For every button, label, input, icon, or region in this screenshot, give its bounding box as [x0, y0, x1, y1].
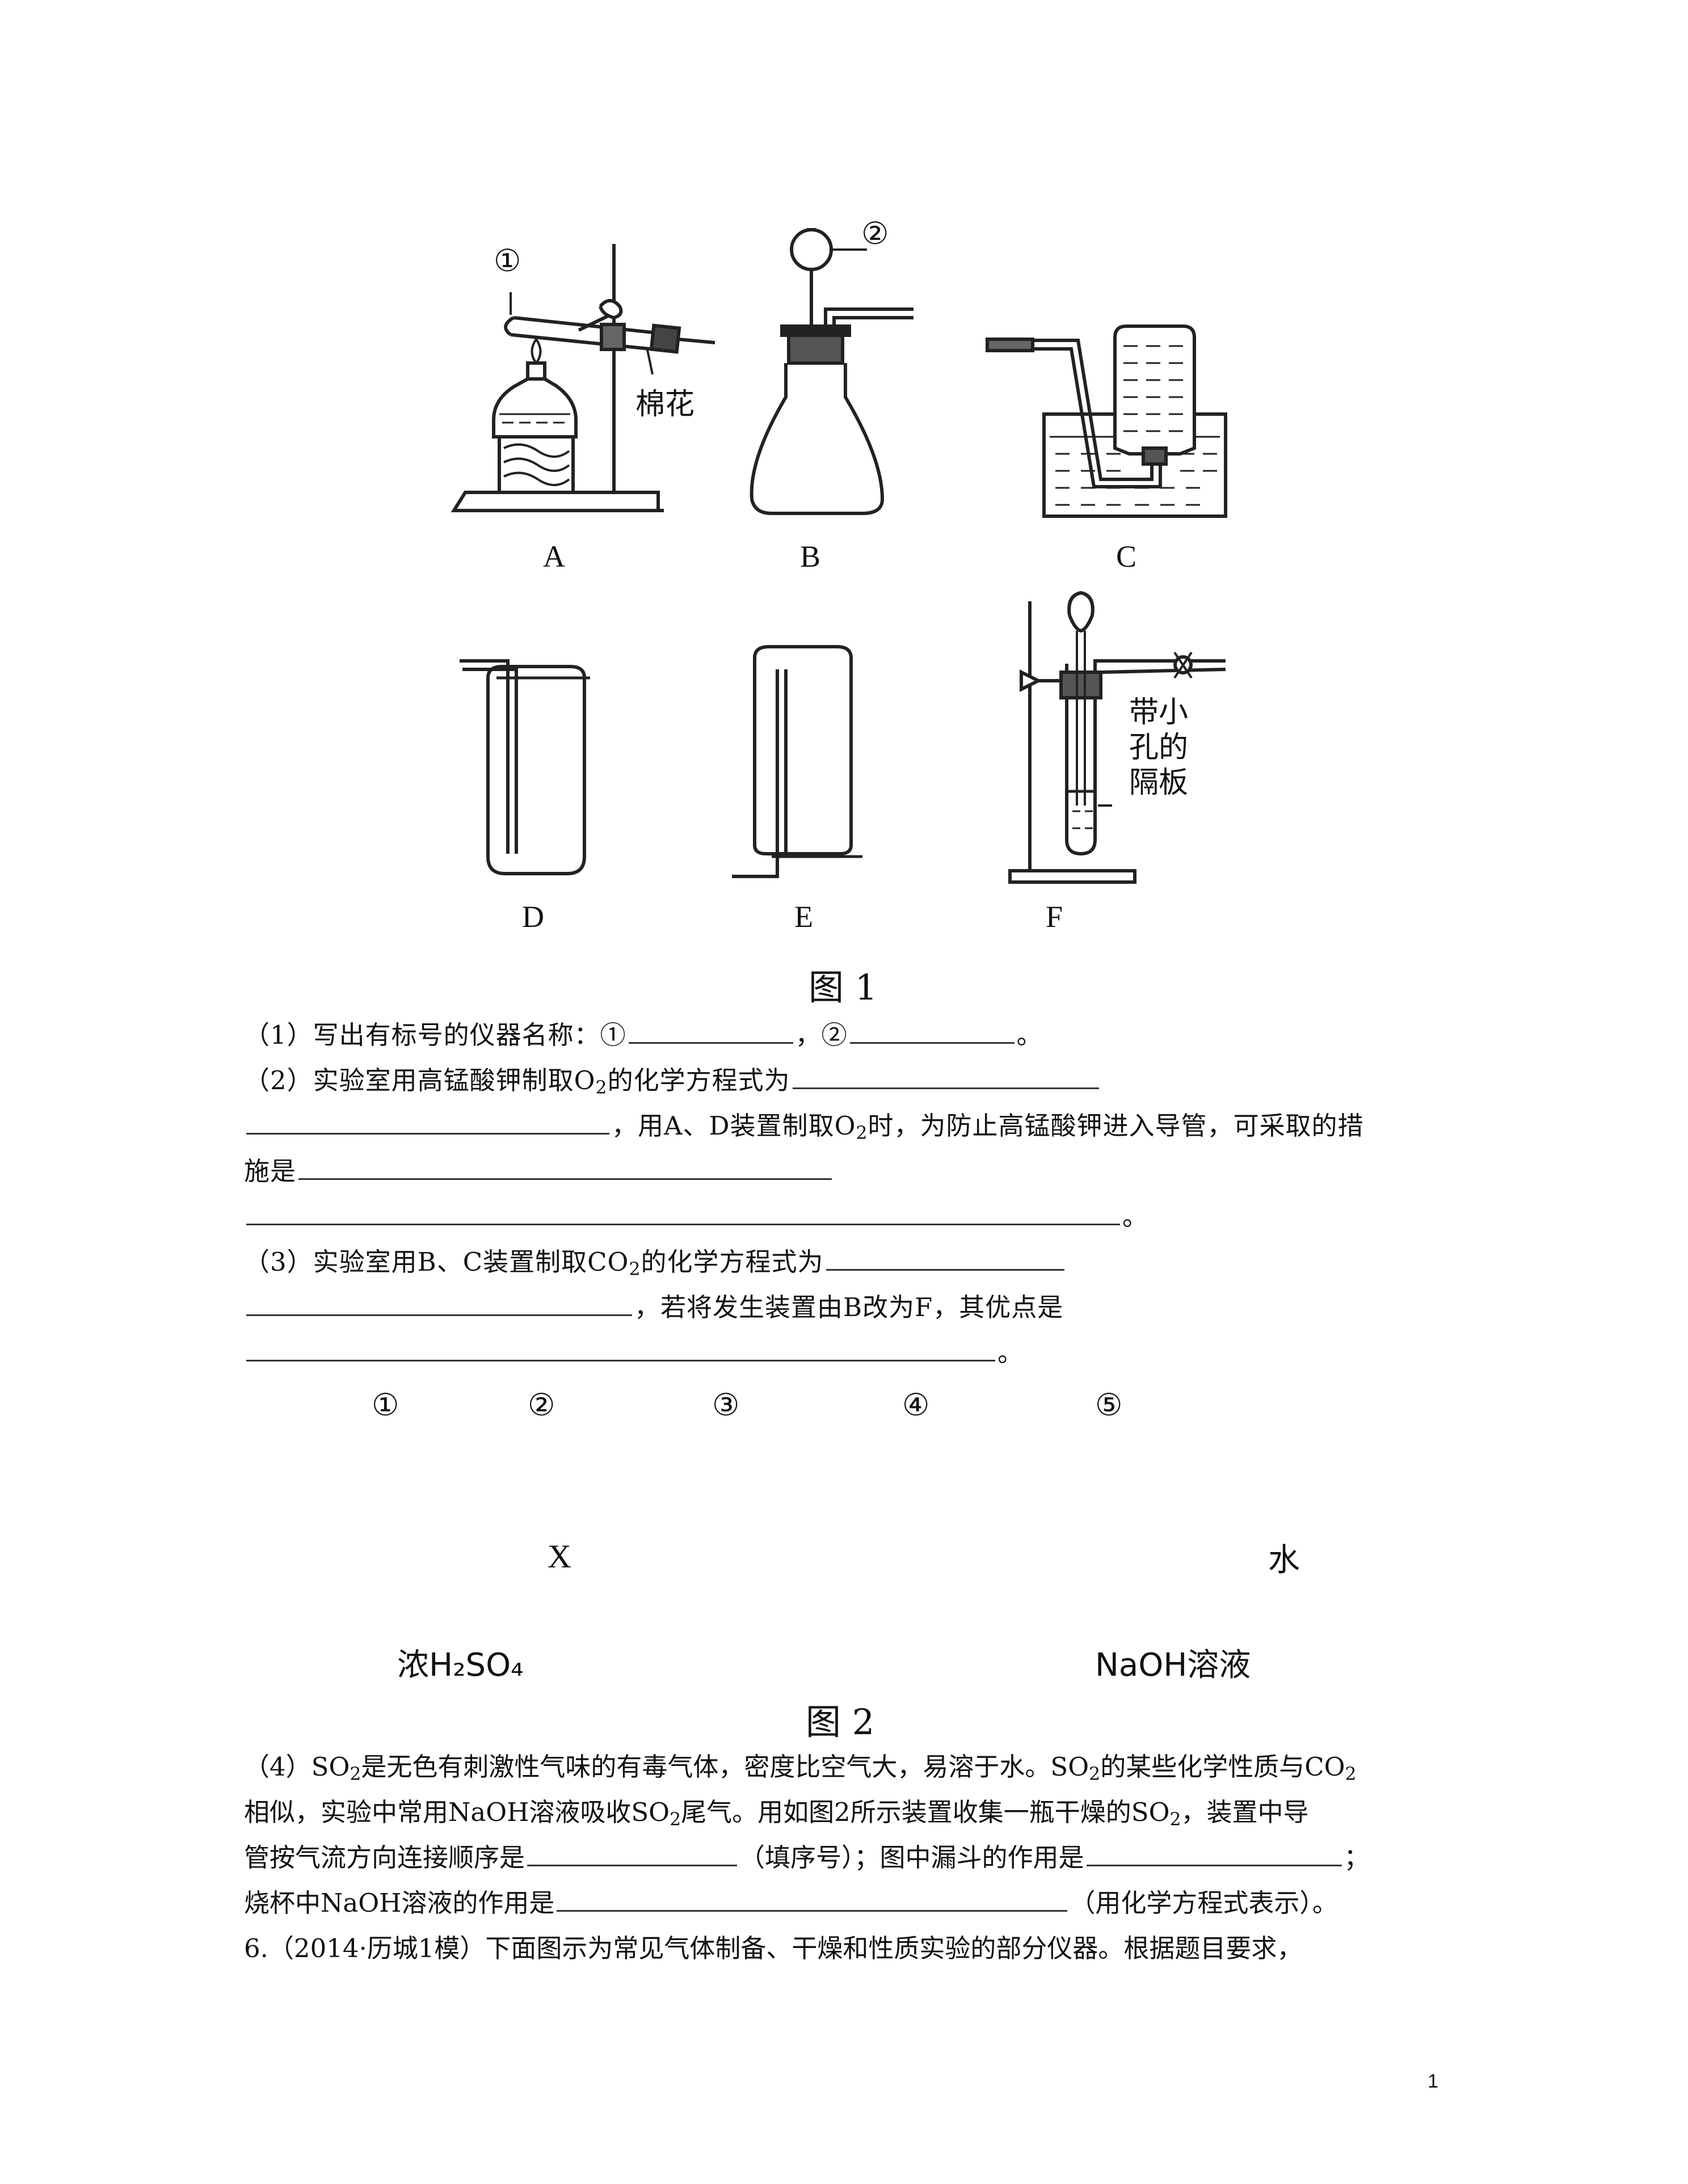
- question-2-line-1: （2）实验室用高锰酸钾制取O2的化学方程式为: [244, 1058, 1101, 1111]
- question-2-line-2: ，用A、D装置制取O2时，为防止高锰酸钾进入导管，可采取的措: [244, 1103, 1364, 1156]
- plate-label: 带小 孔的 隔板: [1129, 695, 1189, 800]
- figure-2-caption: 图 2: [806, 1701, 875, 1743]
- blank-2-4[interactable]: [246, 1196, 1120, 1225]
- apparatus-b: [750, 228, 914, 515]
- page-number: 1: [1428, 2071, 1438, 2092]
- water-label: 水: [1268, 1542, 1300, 1579]
- port-4: ④: [902, 1388, 930, 1422]
- figure-1-caption: 图 1: [809, 967, 878, 1008]
- x-label: X: [548, 1538, 571, 1575]
- blank-3-3[interactable]: [246, 1333, 995, 1361]
- question-4-line-1: （4）SO2是无色有刺激性气味的有毒气体，密度比空气大，易溶于水。SO2的某些化…: [244, 1752, 1357, 1785]
- label-d: D: [522, 900, 544, 934]
- apparatus-f: [1008, 591, 1226, 884]
- question-4-line-2: 相似，实验中常用NaOH溶液吸收SO2尾气。用如图2所示装置收集一瓶干燥的SO2…: [244, 1797, 1309, 1830]
- question-6-intro: 6.（2014·历城1模）下面图示为常见气体制备、干燥和性质实验的部分仪器。根据…: [244, 1933, 1303, 1963]
- label-a: A: [543, 539, 565, 574]
- question-3-line-1: （3）实验室用B、C装置制取CO2的化学方程式为: [244, 1239, 1067, 1292]
- port-3: ③: [712, 1388, 740, 1422]
- question-2-line-4: 。: [244, 1194, 1148, 1239]
- blank-1-1[interactable]: [628, 1015, 793, 1044]
- blank-3-1[interactable]: [826, 1242, 1064, 1271]
- naoh-label: NaOH溶液: [1095, 1647, 1251, 1684]
- port-1: ①: [372, 1388, 399, 1422]
- acid-label: 浓H₂SO₄: [397, 1647, 524, 1684]
- mark-2: ②: [861, 217, 889, 251]
- port-5: ⑤: [1095, 1388, 1123, 1422]
- blank-2-2[interactable]: [246, 1106, 609, 1135]
- question-1: （1）写出有标号的仪器名称：①，②。: [244, 1013, 1043, 1058]
- question-2-line-3: 施是: [244, 1149, 834, 1194]
- blank-2-3[interactable]: [298, 1151, 832, 1180]
- apparatus-e: [732, 645, 862, 878]
- blank-1-2[interactable]: [849, 1015, 1015, 1044]
- label-f: F: [1046, 900, 1063, 934]
- label-c: C: [1116, 539, 1137, 574]
- apparatus-d: [460, 659, 590, 875]
- question-3-line-3: 。: [244, 1330, 1024, 1376]
- blank-4-2[interactable]: [1086, 1837, 1342, 1866]
- question-4-line-4: 烧杯中NaOH溶液的作用是（用化学方程式表示）。: [244, 1881, 1338, 1926]
- blank-4-1[interactable]: [527, 1837, 738, 1866]
- apparatus-a: [451, 244, 715, 512]
- mark-1: ①: [494, 244, 521, 278]
- port-2: ②: [528, 1388, 555, 1422]
- question-4-line-3: 管按气流方向连接顺序是（填序号）；图中漏斗的作用是；: [244, 1835, 1370, 1881]
- apparatus-c: [986, 324, 1227, 518]
- label-b: B: [800, 539, 821, 574]
- blank-2-1[interactable]: [792, 1060, 1099, 1089]
- label-e: E: [794, 900, 813, 934]
- blank-3-2[interactable]: [246, 1287, 632, 1316]
- question-3-line-2: ，若将发生装置由B改为F，其优点是: [244, 1285, 1063, 1330]
- blank-4-3[interactable]: [557, 1883, 1068, 1912]
- figure-1-drawing: [451, 228, 1227, 884]
- cotton-label: 棉花: [635, 387, 695, 421]
